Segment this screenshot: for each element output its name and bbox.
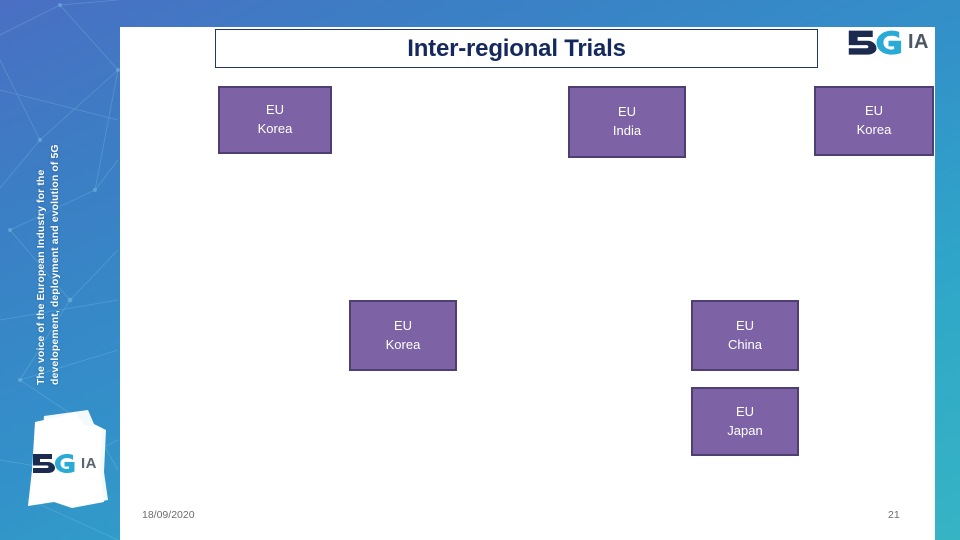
5g-logo-icon xyxy=(33,454,75,473)
badge-logo-mark: IA xyxy=(30,450,106,476)
node-partner-label: Japan xyxy=(727,422,763,438)
node-eu-korea-1[interactable]: EU Korea xyxy=(218,86,332,154)
node-eu-china[interactable]: EU China xyxy=(691,300,799,371)
ia-logo-text: IA xyxy=(81,454,97,472)
slide-title-box: Inter-regional Trials xyxy=(215,29,818,68)
node-region-label: EU xyxy=(393,317,413,333)
node-eu-india[interactable]: EU India xyxy=(568,86,686,158)
node-region-label: EU xyxy=(265,102,285,118)
node-eu-korea-2[interactable]: EU Korea xyxy=(814,86,934,156)
badge-polygon-shape xyxy=(28,410,108,508)
sidebar-badge-logo: IA xyxy=(14,410,118,514)
node-region-label: EU xyxy=(617,104,637,120)
node-partner-label: Korea xyxy=(385,336,421,352)
footer-date: 18/09/2020 xyxy=(142,509,195,521)
sidebar-tagline: The voice of the European Industry for t… xyxy=(34,0,90,385)
node-partner-label: India xyxy=(612,123,642,138)
ia-logo-text: IA xyxy=(908,30,929,53)
node-partner-label: Korea xyxy=(257,121,293,136)
node-partner-label: China xyxy=(728,336,762,352)
node-partner-label: Korea xyxy=(856,122,892,137)
footer-page-number: 21 xyxy=(888,509,900,521)
node-region-label: EU xyxy=(735,403,755,419)
5g-logo-icon xyxy=(848,30,902,55)
node-region-label: EU xyxy=(735,317,755,333)
node-region-label: EU xyxy=(864,103,884,119)
page-title: Inter-regional Trials xyxy=(407,34,626,62)
node-eu-japan[interactable]: EU Japan xyxy=(691,387,799,456)
header-logo: IA xyxy=(845,28,929,56)
sidebar-tagline-text: The voice of the European Industry for t… xyxy=(35,144,62,385)
node-eu-korea-3[interactable]: EU Korea xyxy=(349,300,457,371)
